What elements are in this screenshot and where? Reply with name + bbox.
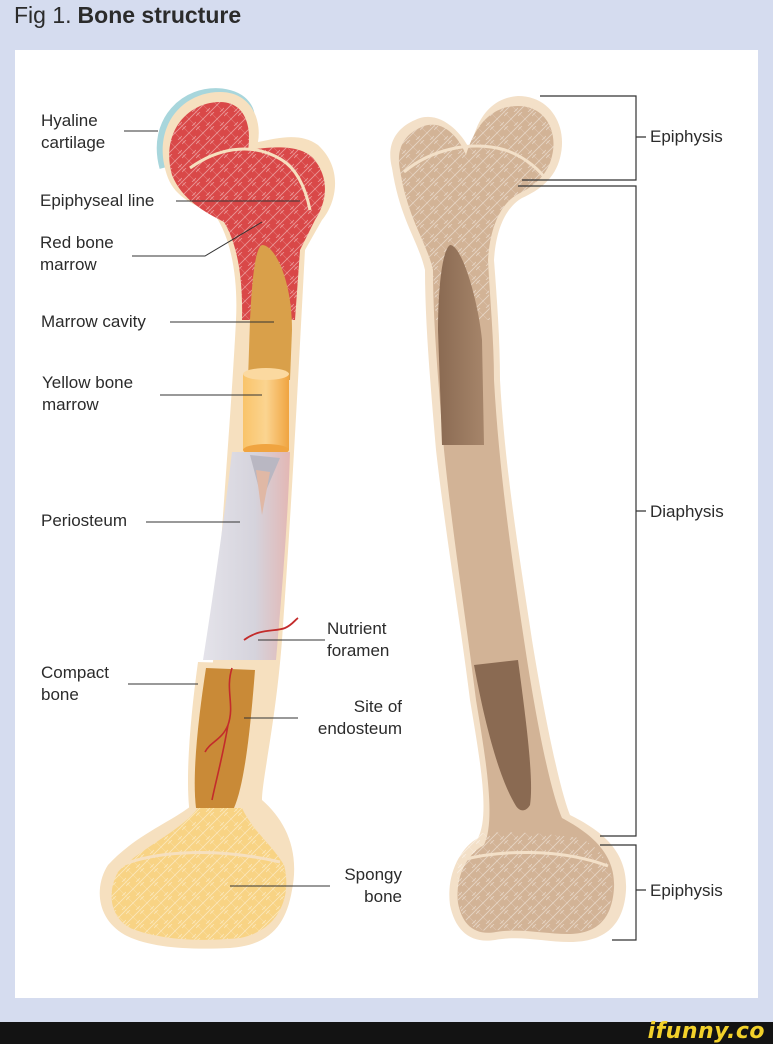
label-site-of-endosteum: Site of endosteum bbox=[317, 697, 402, 738]
right-upper-cavity bbox=[438, 245, 484, 445]
right-epiphyseal-line-bottom bbox=[461, 850, 609, 868]
nutrient-artery bbox=[243, 617, 299, 641]
bracket-ticks bbox=[636, 136, 646, 891]
figure-name: Bone structure bbox=[77, 2, 242, 28]
label-epiphysis-bottom: Epiphysis bbox=[650, 881, 723, 900]
yellow-bone-marrow-cylinder bbox=[243, 368, 289, 456]
spongy-texture bbox=[111, 808, 287, 940]
label-red-bone-marrow: Red bone marrow bbox=[40, 233, 114, 274]
leader-red-bone-marrow bbox=[132, 221, 263, 257]
leader-lines bbox=[124, 130, 330, 887]
figure-number: Fig 1. bbox=[14, 2, 72, 28]
figure-title: Fig 1.Bone structure bbox=[14, 2, 241, 29]
bracket-epiphysis-top bbox=[522, 95, 637, 181]
right-head-texture bbox=[398, 106, 554, 320]
cut-fragment-inner bbox=[256, 470, 270, 515]
right-base-texture bbox=[456, 832, 613, 932]
label-epiphyseal-line: Epiphyseal line bbox=[40, 191, 155, 210]
right-epiphyseal-line-top bbox=[403, 144, 547, 179]
label-periosteum: Periosteum bbox=[41, 511, 127, 530]
label-diaphysis: Diaphysis bbox=[650, 502, 724, 521]
label-compact-bone: Compact bone bbox=[41, 663, 110, 704]
label-yellow-bone-marrow: Yellow bone marrow bbox=[42, 373, 134, 414]
region-brackets bbox=[518, 95, 646, 941]
periosteum-section bbox=[203, 452, 290, 660]
watermark-logo: ifunny.co bbox=[647, 1019, 765, 1044]
right-bone bbox=[390, 96, 627, 942]
epiphyseal-line bbox=[189, 147, 312, 211]
label-spongy-bone: Spongy bone bbox=[344, 865, 402, 906]
right-lower-cavity bbox=[474, 660, 532, 811]
marrow-cavity bbox=[248, 245, 292, 380]
label-marrow-cavity: Marrow cavity bbox=[41, 312, 146, 331]
footer-bar: ifunny.co bbox=[0, 1019, 773, 1044]
left-bone bbox=[99, 88, 336, 949]
lower-epiphyseal-line bbox=[121, 851, 281, 867]
label-nutrient-foramen: Nutrient foramen bbox=[327, 619, 390, 660]
blood-vessel bbox=[204, 667, 233, 801]
bracket-epiphysis-bottom bbox=[600, 844, 637, 941]
label-epiphysis-top: Epiphysis bbox=[650, 127, 723, 146]
label-hyaline-cartilage: Hyaline cartilage bbox=[41, 111, 106, 152]
